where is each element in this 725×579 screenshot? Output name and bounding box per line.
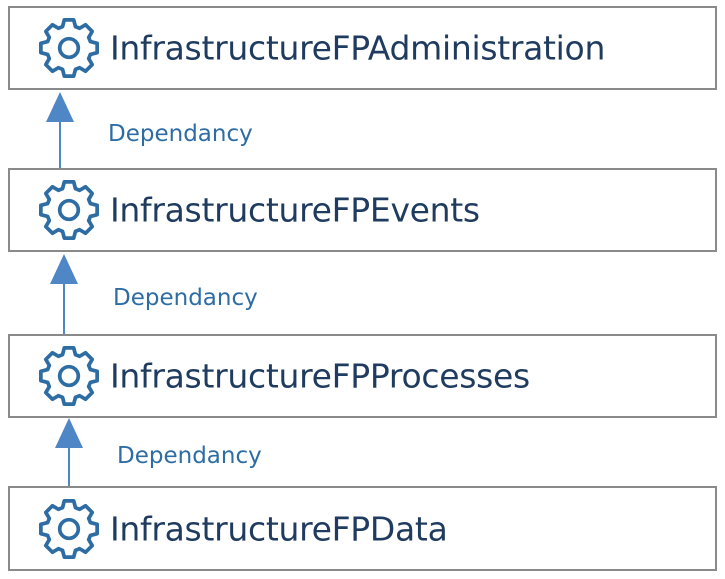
dependency-arrow xyxy=(55,418,83,486)
module-box-administration: InfrastructureFPAdministration xyxy=(8,6,717,90)
gear-icon xyxy=(39,180,99,240)
dependency-arrow xyxy=(50,254,78,334)
gear-icon xyxy=(39,18,99,78)
module-name: InfrastructureFPAdministration xyxy=(110,28,606,68)
gear-outline xyxy=(39,180,99,240)
dependency-label: Dependancy xyxy=(108,121,253,147)
module-name: InfrastructureFPData xyxy=(110,509,448,548)
module-box-data: InfrastructureFPData xyxy=(8,486,717,571)
module-box-events: InfrastructureFPEvents xyxy=(8,168,717,252)
gear-outline xyxy=(39,498,99,559)
dependency-label: Dependancy xyxy=(117,443,262,469)
gear-icon xyxy=(39,498,99,559)
module-name: InfrastructureFPEvents xyxy=(110,190,480,230)
gear-hole xyxy=(57,198,81,222)
gear-outline xyxy=(39,346,99,406)
module-box-processes: InfrastructureFPProcesses xyxy=(8,334,717,418)
gear-outline xyxy=(39,18,99,78)
gear-icon xyxy=(39,346,99,406)
gear-hole xyxy=(57,36,81,60)
module-name: InfrastructureFPProcesses xyxy=(110,356,530,396)
gear-hole xyxy=(57,364,81,388)
dependency-arrow xyxy=(46,92,74,168)
gear-hole xyxy=(57,517,81,540)
dependency-label: Dependancy xyxy=(113,285,258,311)
